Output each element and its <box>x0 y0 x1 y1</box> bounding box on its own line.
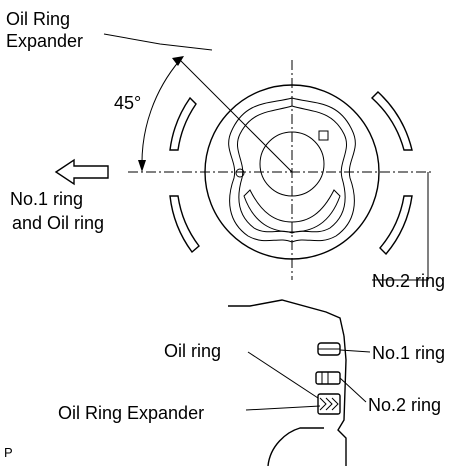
ring-gap-arcs <box>169 91 413 256</box>
piston-skirt-profile-outer <box>228 97 356 243</box>
oil-ring-shape <box>317 393 341 415</box>
angle-label: 45° <box>114 93 142 113</box>
no1-ring-leader-line <box>339 349 371 353</box>
corner-mark: P <box>4 445 13 460</box>
piston-outline <box>204 84 380 260</box>
no1-and-oil-ring-label-line2: and Oil ring <box>12 213 105 233</box>
oil-ring-expander-shape <box>319 397 339 411</box>
pin-mark-circle <box>235 168 245 178</box>
oil-ring-expander-label-line1: Oil Ring <box>6 9 71 29</box>
angle-arc <box>141 59 181 169</box>
front-mark-square <box>318 130 329 141</box>
oil-ring-label: Oil ring <box>164 341 222 361</box>
expander-gap-direction-line <box>179 59 293 173</box>
piston-wall-outline <box>337 335 347 466</box>
angle-arrowhead-lower <box>138 160 146 172</box>
no2-ring-leader-line <box>372 172 429 281</box>
piston-center-boss <box>259 131 325 197</box>
ring-arc-lower-left <box>169 195 200 254</box>
oil-ring-expander-label-line2: Expander <box>6 31 84 51</box>
no2-ring-label-top-view: No.2 ring <box>372 271 446 291</box>
ring-arc-upper-left <box>169 96 197 151</box>
side-view-section <box>228 299 371 466</box>
expander-leader-line-side <box>245 405 321 411</box>
ring-arc-upper-right <box>370 91 413 151</box>
piston-skirt-outline <box>267 427 324 466</box>
no1-ring-label: No.1 ring <box>372 343 446 363</box>
no2-ring-leader-line-side <box>339 377 367 403</box>
piston-head-outline <box>228 299 345 337</box>
piston-skirt-profile-inner <box>237 105 347 234</box>
pin-boss-cavity <box>243 189 341 233</box>
expander-leader-line <box>103 33 213 51</box>
oil-ring-expander-label-side-view: Oil Ring Expander <box>58 403 205 423</box>
angle-arrowhead-upper <box>172 56 184 66</box>
front-direction-arrow <box>54 158 109 186</box>
ring-arc-lower-right <box>379 195 413 256</box>
no1-and-oil-ring-label-line1: No.1 ring <box>10 189 84 209</box>
oil-ring-leader-line <box>247 351 319 399</box>
no2-ring-label-side-view: No.2 ring <box>368 395 442 415</box>
